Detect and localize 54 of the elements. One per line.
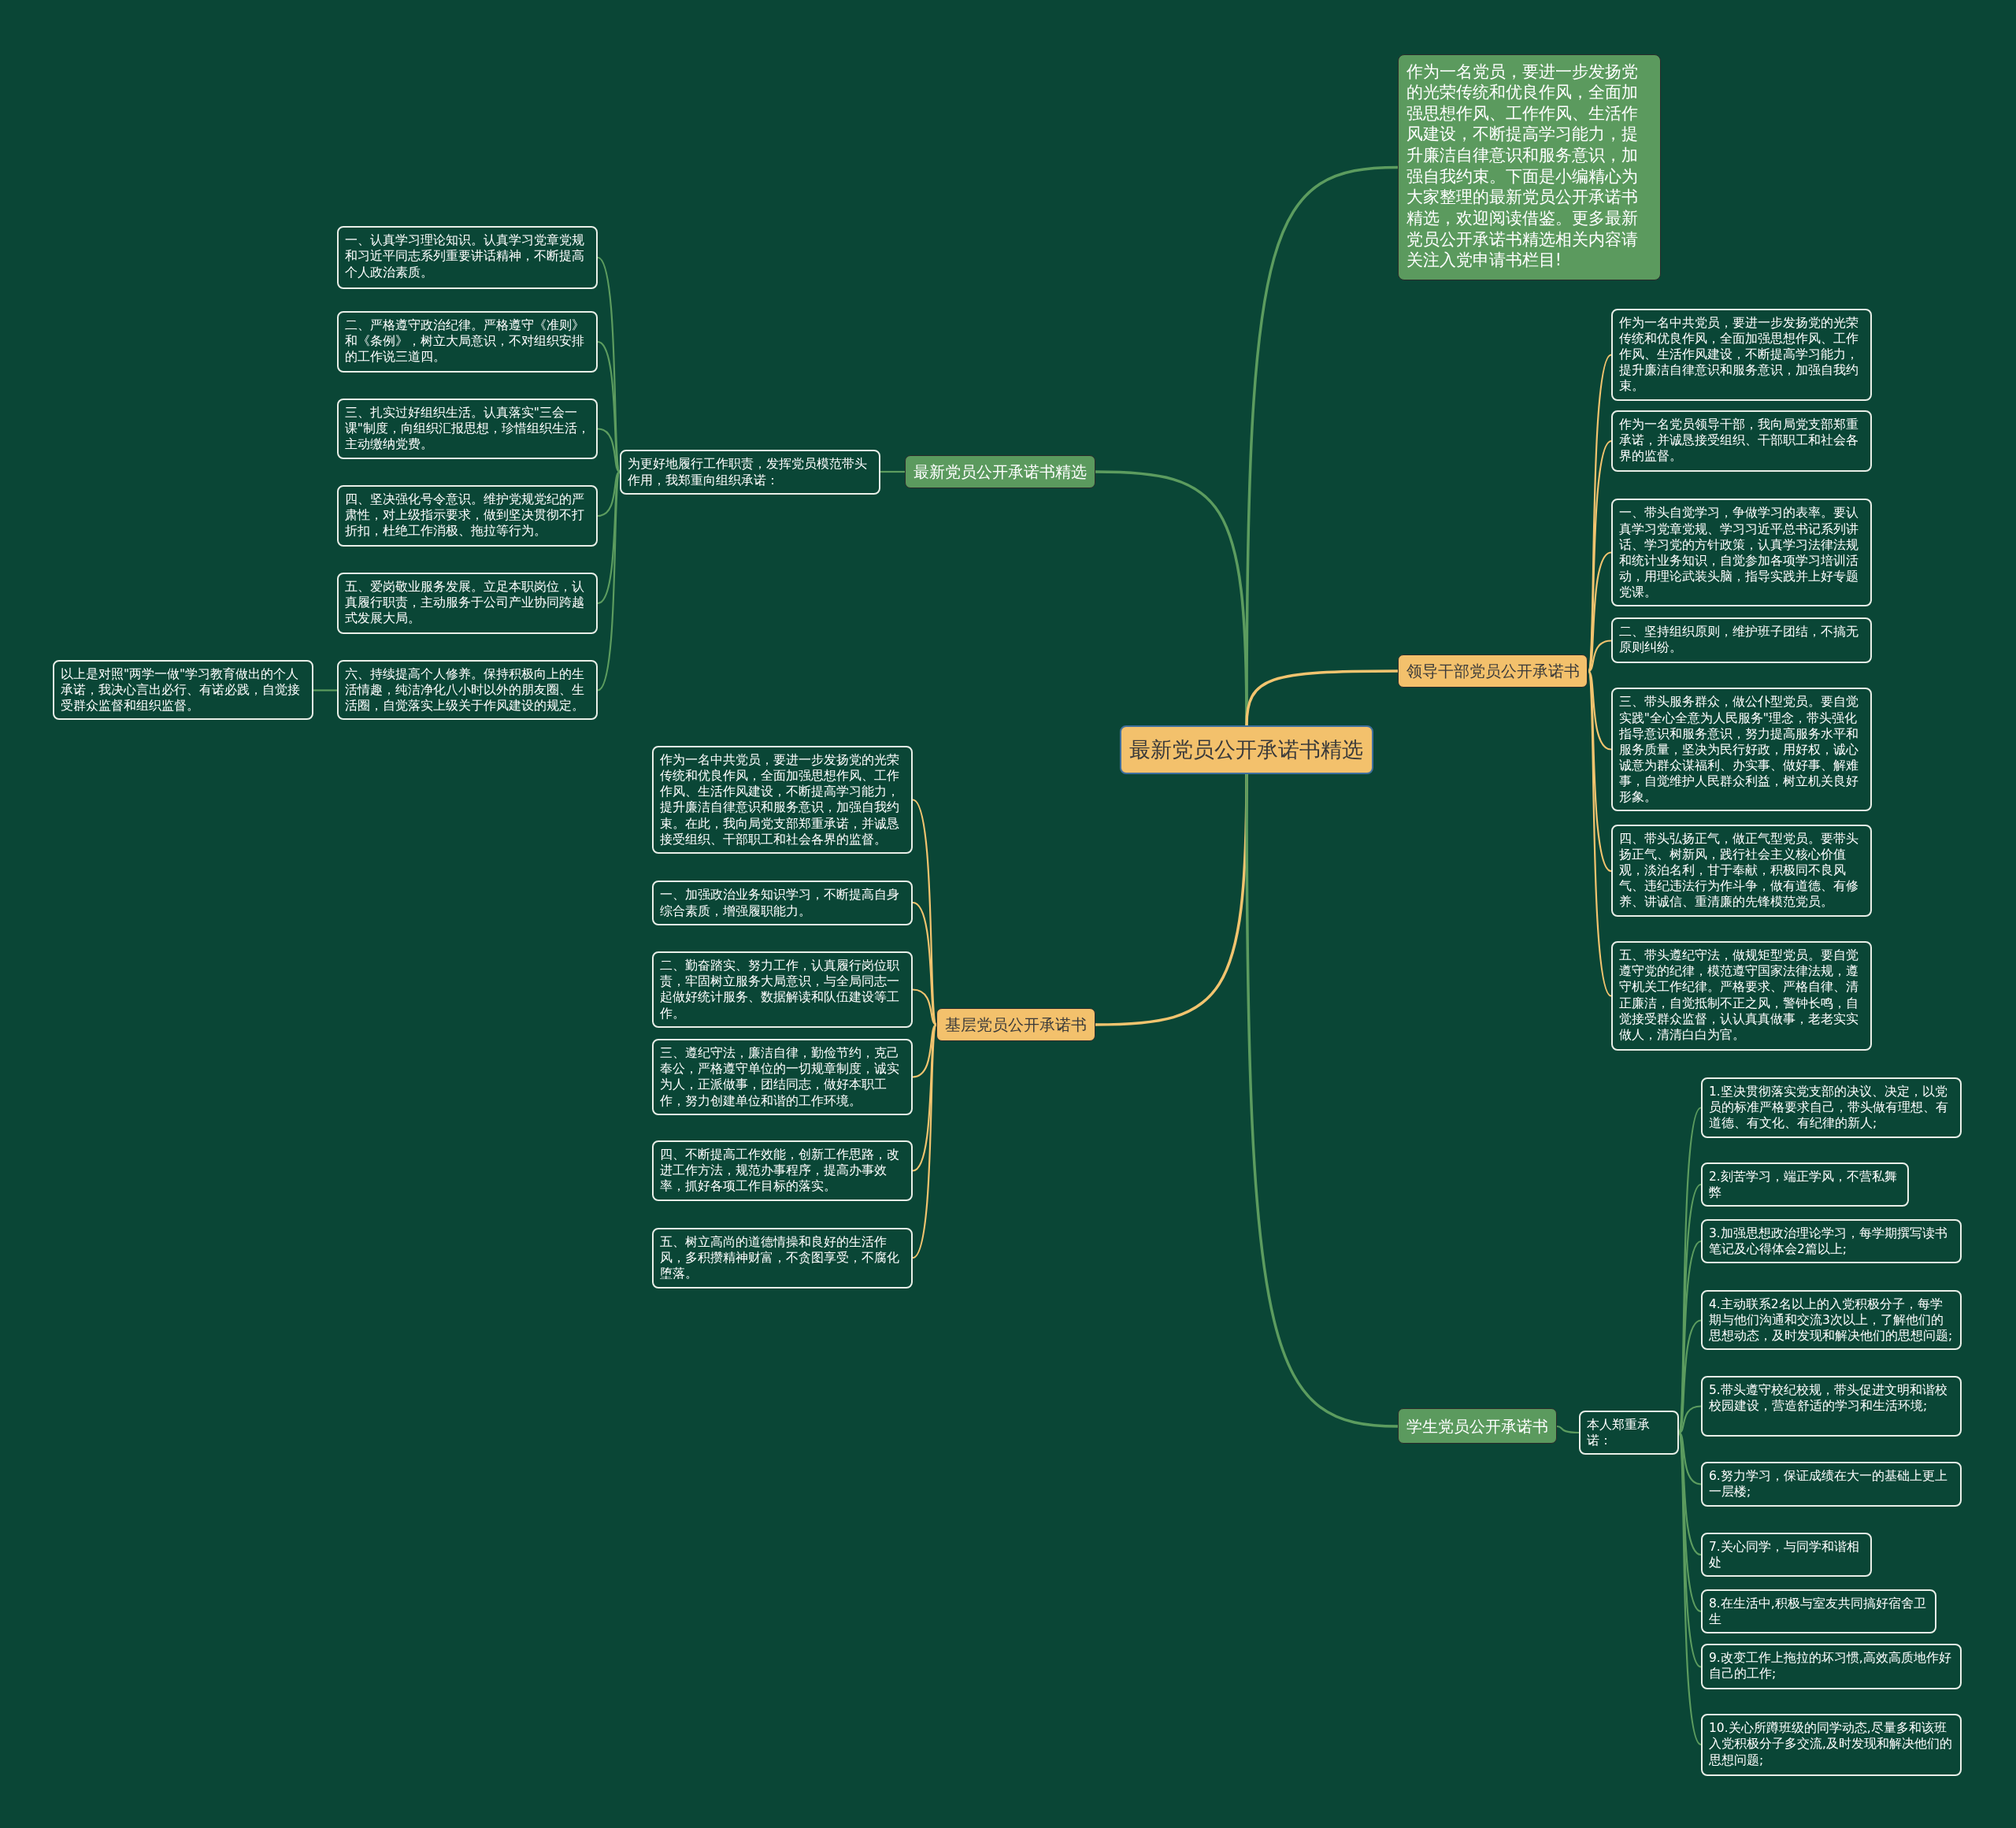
connector-line [1588, 670, 1612, 751]
connector-line [597, 471, 621, 517]
note-box: 为更好地履行工作职责，发挥党员模范带头作用，我郑重向组织承诺： [619, 450, 881, 495]
note-box: 五、树立高尚的道德情操和良好的生活作风，多积攒精神财富，不贪图享受，不腐化堕落。 [651, 1228, 914, 1288]
note-box: 7.关心同学，与同学和谐相处 [1701, 1533, 1873, 1578]
note-box: 本人郑重承诺： [1578, 1411, 1680, 1455]
note-box: 五、爱岗敬业服务发展。立足本职岗位，认真履行职责，主动服务于公司产业协同跨越式发展大局。 [336, 572, 598, 634]
branch-topic-box: 学生党员公开承诺书 [1397, 1407, 1558, 1444]
note-box: 9.改变工作上拖拉的坏习惯,高效高质地作好自己的工作; [1701, 1643, 1962, 1690]
connector-line [1245, 669, 1398, 726]
connector-line [1588, 640, 1612, 672]
note-box: 5.带头遵守校纪校规，带头促进文明和谐校校园建设，营造舒适的学习和生活环境; [1701, 1375, 1962, 1437]
note-box: 六、持续提高个人修养。保持积极向上的生活情趣，纯洁净化八小时以外的朋友圈、生活圈，自觉落实上级关于作风建设的规定。 [336, 659, 598, 721]
note-box: 6.努力学习，保证成绩在大一的基础上更上一层楼; [1701, 1462, 1962, 1507]
note-box: 五、带头遵纪守法，做规矩型党员。要自觉遵守党的纪律，模范遵守国家法律法规，遵守机关工作纪律。严格要求、严格自律、清正廉洁，自觉抵制不正之风，警钟长鸣，自觉接受群众监督，认认真真做事，老老实实做人，清清白白为官。 [1610, 941, 1873, 1051]
note-box: 作为一名中共党员，要进一步发扬党的光荣传统和优良作风，全面加强思想作风、工作作风、生活作风建设，不断提高学习能力，提升廉洁自律意识和服务意识，加强自我约束。 [1610, 308, 1873, 401]
note-box: 1.坚决贯彻落实党支部的决议、决定，以党员的标准严格要求自己，带头做有理想、有道德、有文化、有纪律的新人; [1701, 1077, 1962, 1138]
note-box: 三、带头服务群众，做公仆型党员。要自觉实践"全心全意为人民服务"理念，带头强化指导意识和服务意识，努力提高服务水平和服务质量，坚决为民行好政，用好权，诚心诚意为群众谋福利、办实事、做好事、解难事，自觉维护人民群众利益，树立机关良好形象。 [1610, 688, 1873, 812]
connector-line [1588, 551, 1612, 672]
note-box: 4.主动联系2名以上的入党积极分子，每学期与他们沟通和交流3次以上，了解他们的思想动态，及时发现和解决他们的思想问题; [1701, 1289, 1962, 1351]
connector-line [912, 1024, 937, 1078]
note-box: 一、加强政治业务知识学习，不断提高自身综合素质，增强履职能力。 [651, 881, 914, 925]
note-box: 四、带头弘扬正气，做正气型党员。要带头扬正气、树新风，践行社会主义核心价值观，淡泊名利，甘于奉献，积极同不良风气、违纪违法行为作斗争，做有道德、有修养、讲诚信、重清廉的先锋模范党员。 [1610, 824, 1873, 918]
connector-line [597, 428, 621, 473]
connector-line [1587, 670, 1612, 997]
note-box: 3.加强思想政治理论学习，每学期撰写读书笔记及心得体会2篇以上; [1701, 1218, 1962, 1264]
note-box: 二、严格遵守政治纪律。严格遵守《准则》和《条例》，树立大局意识，不对组织安排的工作说三道四。 [336, 311, 598, 373]
note-box: 8.在生活中,积极与室友共同搞好宿舍卫生 [1701, 1589, 1936, 1634]
note-box: 作为一名党员领导干部，我向局党支部郑重承诺，并诚恳接受组织、干部职工和社会各界的监督。 [1610, 410, 1873, 473]
branch-topic-box: 领导干部党员公开承诺书 [1397, 654, 1588, 688]
note-box: 二、勤奋踏实、努力工作，认真履行岗位职责，牢固树立服务大局意识，与全局同志一起做好统计服务、数据解读和队伍建设等工作。 [651, 951, 914, 1028]
note-box: 三、遵纪守法，廉洁自律，勤俭节约，克己奉公，严格遵守单位的一切规章制度，诚实为人，正派做事，团结同志，做好本职工作，努力创建单位和谐的工作环境。 [651, 1039, 914, 1115]
root-topic-box: 最新党员公开承诺书精选 [1120, 725, 1373, 774]
connector-line [1588, 670, 1612, 872]
note-box: 2.刻苦学习，端正学风，不营私舞弊 [1701, 1162, 1910, 1207]
note-box: 四、坚决强化号令意识。维护党规党纪的严肃性，对上级指示要求，做到坚决贯彻不打折扣，杜绝工作消极、拖拉等行为。 [336, 484, 598, 547]
branch-topic-box: 基层党员公开承诺书 [936, 1008, 1095, 1042]
connector-line [313, 689, 337, 692]
note-box: 四、不断提高工作效能，创新工作思路，改进工作方法，规范办事程序，提高办事效率，抓好各项工作目标的落实。 [651, 1140, 914, 1201]
note-box: 一、认真学习理论知识。认真学习党章党规和习近平同志系列重要讲话精神，不断提高个人政治素质。 [336, 226, 598, 290]
intro-box: 作为一名党员，要进一步发扬党的光荣传统和优良作风，全面加强思想作风、工作作风、生活作风建设，不断提高学习能力，提升廉洁自律意识和服务意识，加强自我约束。下面是小编精心为大家整理的最新党员公开承诺书精选，欢迎阅读借鉴。更多最新党员公开承诺书精选相关内容请关注入党申请书栏目! [1397, 54, 1662, 280]
connector-line [1678, 1432, 1702, 1485]
note-box: 三、扎实过好组织生活。认真落实"三会一课"制度，向组织汇报思想，珍惜组织生活，主动缴纳党费。 [336, 399, 598, 459]
connector-line [880, 470, 905, 473]
connector-line [1245, 774, 1399, 1428]
connector-line [1678, 1405, 1702, 1433]
note-box: 以上是对照"两学一做"学习教育做出的个人承诺，我决心言出必行、有诺必践，自觉接受群众监督和组织监督。 [52, 659, 314, 721]
branch-topic-box: 最新党员公开承诺书精选 [905, 454, 1095, 489]
connector-line [912, 988, 937, 1025]
connector-line [1556, 1425, 1580, 1434]
note-box: 一、带头自觉学习，争做学习的表率。要认真学习党章党规、学习习近平总书记系列讲话、学习党的方针政策，认真学习法律法规和统计业务知识，自觉参加各项学习培训活动，用理论武装头脑，指导实践并上好专题党课。 [1610, 499, 1873, 607]
note-box: 10.关心所蹲班级的同学动态,尽量多和该班入党积极分子多交流,及时发现和解决他们的思想问题; [1701, 1714, 1962, 1776]
note-box: 作为一名中共党员，要进一步发扬党的光荣传统和优良作风，全面加强思想作风、工作作风、生活作风建设，不断提高学习能力，提升廉洁自律意识和服务意识，加强自我约束。在此，我向局党支部郑重承诺，并诚恳接受组织、干部职工和社会各界的监督。 [651, 745, 914, 855]
note-box: 二、坚持组织原则，维护班子团结，不搞无原则纠纷。 [1610, 617, 1873, 664]
